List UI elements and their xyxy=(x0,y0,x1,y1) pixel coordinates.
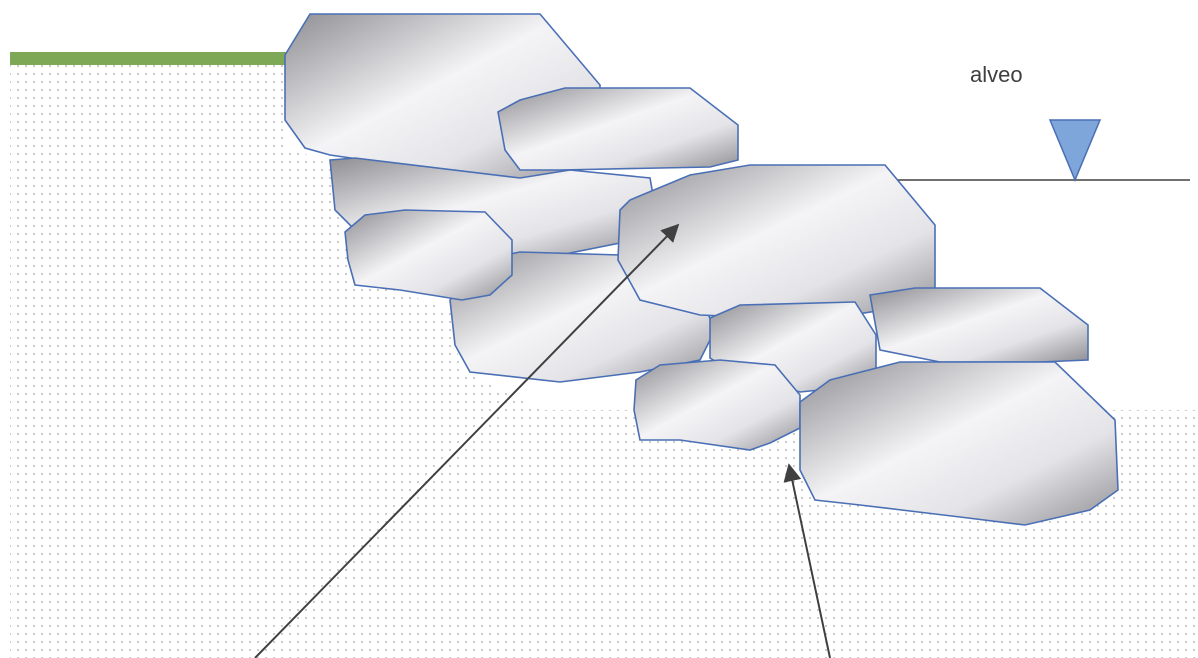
riprap-rocks xyxy=(284,13,1119,526)
rock xyxy=(497,87,739,171)
arrow-to-rock xyxy=(254,223,680,658)
rock xyxy=(344,209,513,301)
rock xyxy=(633,359,801,451)
riverbed-label: alveo xyxy=(970,62,1023,87)
inverted-triangle-icon xyxy=(1048,119,1102,182)
grass-strip xyxy=(10,52,286,65)
rock xyxy=(799,361,1119,526)
arrow-to-rock-base xyxy=(783,463,831,658)
rock xyxy=(869,287,1089,363)
